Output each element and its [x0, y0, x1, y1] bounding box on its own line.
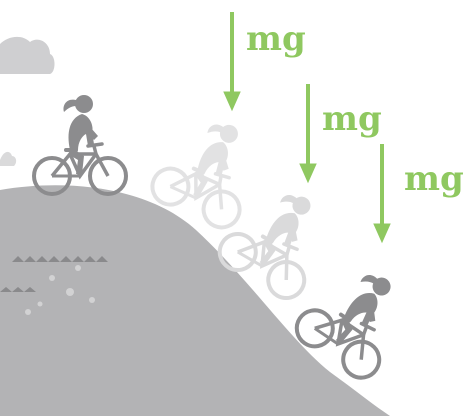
force-label-3: mg	[404, 159, 464, 199]
grass-tufts	[0, 256, 108, 292]
hill	[0, 185, 390, 416]
force-label-2: mg	[322, 99, 382, 139]
force-arrow-1	[223, 12, 241, 112]
cloud	[0, 36, 55, 74]
force-arrow-2	[299, 84, 317, 184]
cloud-small	[0, 151, 17, 166]
stones	[25, 265, 95, 315]
force-label-1: mg	[246, 19, 306, 59]
cyclist-on-hilltop	[32, 95, 128, 196]
force-arrow-3	[373, 144, 391, 244]
